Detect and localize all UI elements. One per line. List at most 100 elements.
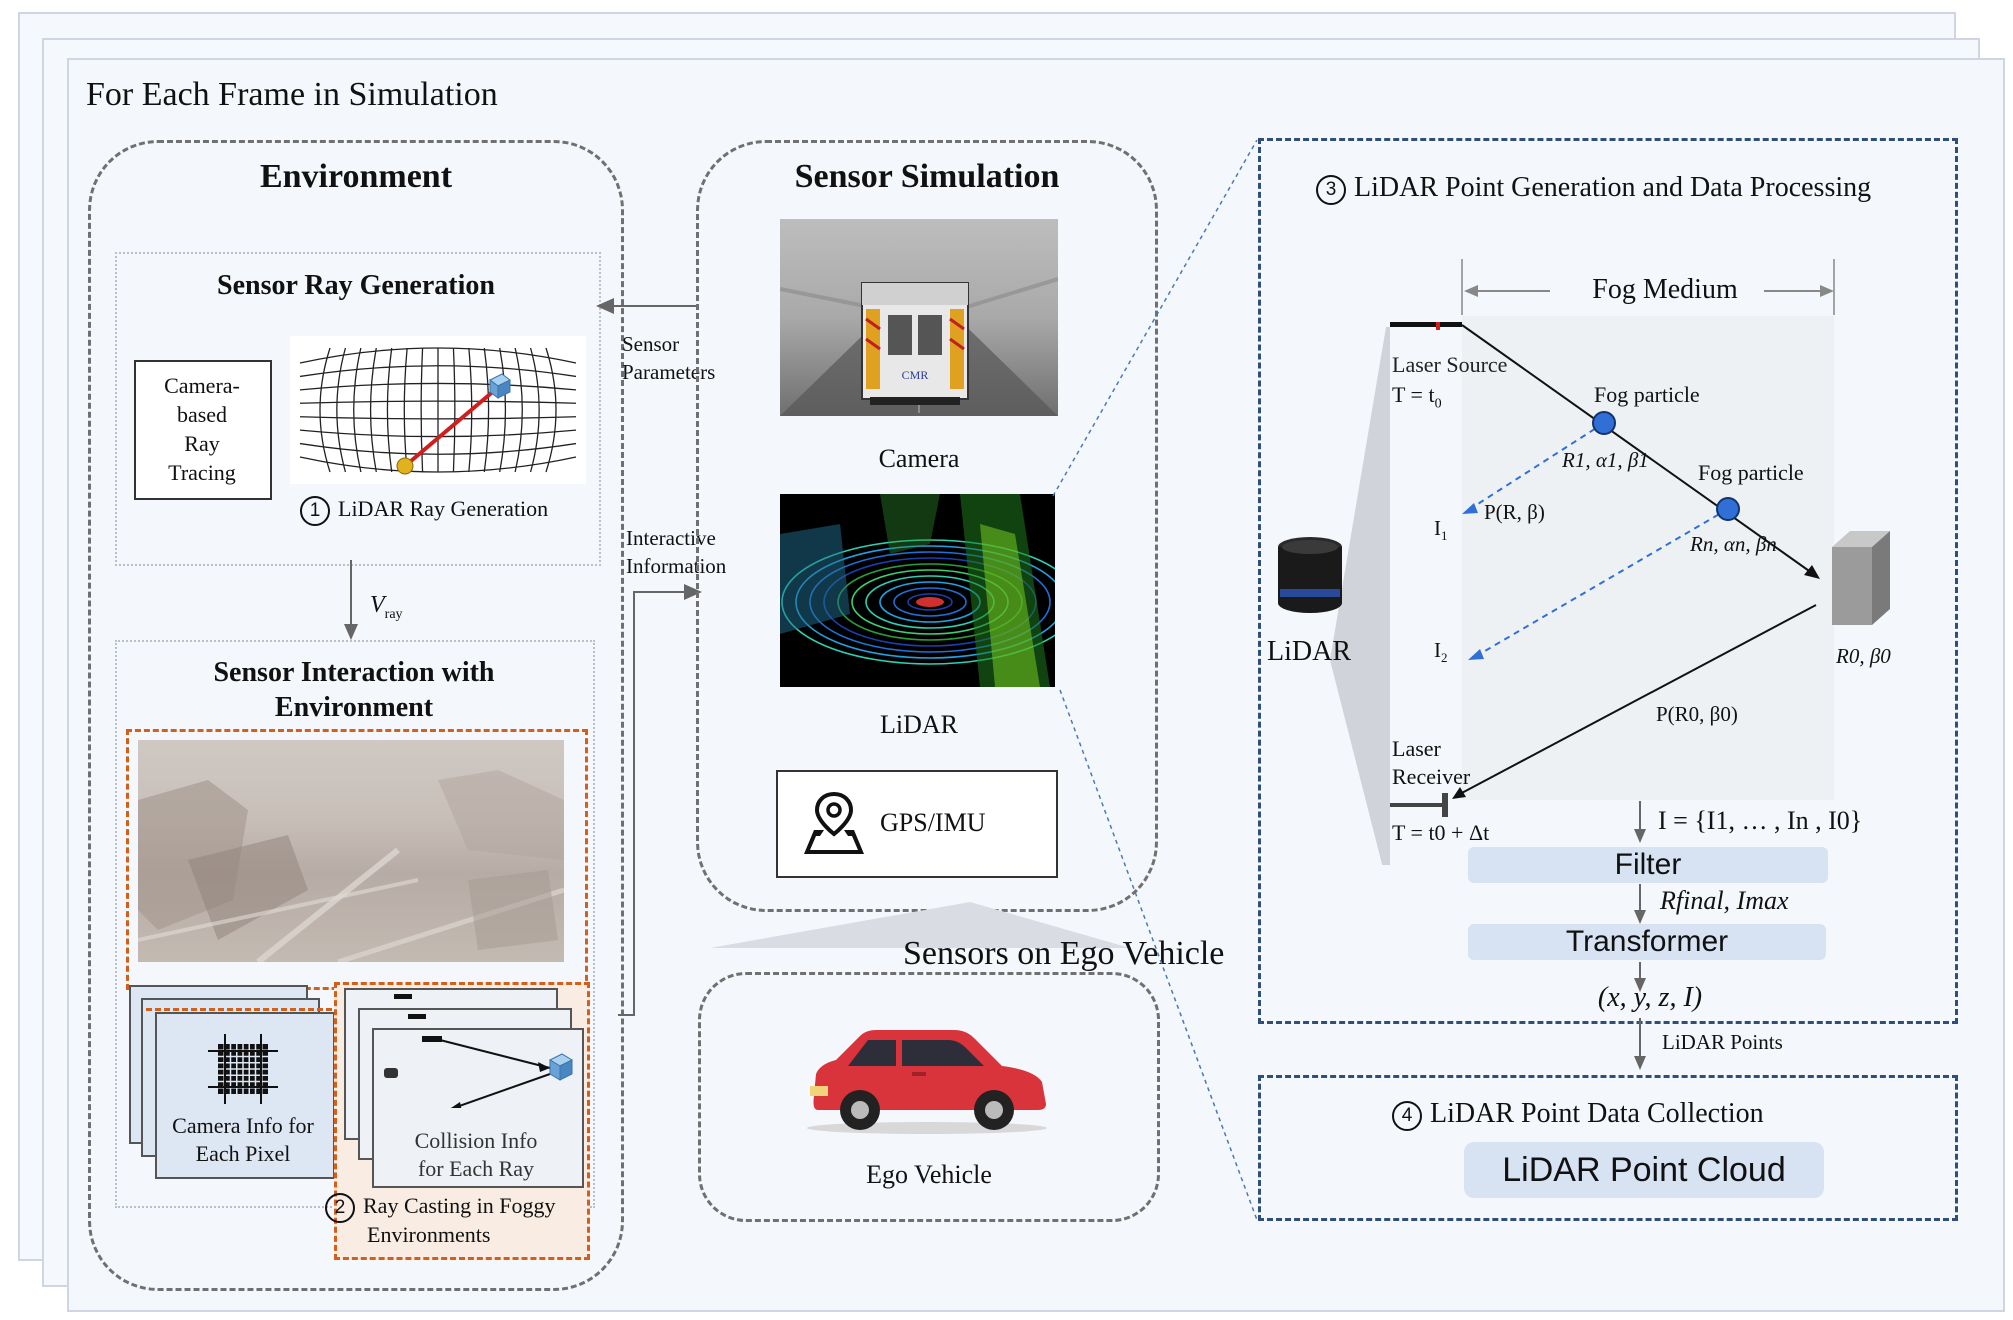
laser-receiver-line1: Laser xyxy=(1392,736,1441,761)
lidar-device-label: LiDAR xyxy=(1267,636,1351,667)
ambulance-text: CMR xyxy=(902,368,929,382)
i2-symbol: I xyxy=(1434,638,1441,662)
vray-subscript: ray xyxy=(384,606,403,622)
sensor-interaction-title-2: Environment xyxy=(274,692,434,723)
vray-arrow xyxy=(344,560,358,640)
car-icon xyxy=(807,1030,1047,1134)
step4-number: 4 xyxy=(1392,1100,1422,1131)
grid-vertical-line xyxy=(545,347,557,473)
grid-horizontal-line xyxy=(299,400,577,404)
pixel-grid-icon xyxy=(208,1034,278,1104)
grid-vertical-line xyxy=(336,347,347,473)
sensor-parameters-line1: Sensor xyxy=(622,332,680,356)
fog-particle-2-label: Fog particle xyxy=(1698,460,1804,485)
camera-ray-tracing-label: Camera- based Ray Tracing xyxy=(164,373,240,485)
frame-title: For Each Frame in Simulation xyxy=(86,76,498,113)
lidar-processing-panel xyxy=(1258,138,1958,1024)
i2-sub: 2 xyxy=(1441,650,1448,666)
step2-number: 2 xyxy=(325,1192,355,1223)
grid-vertical-line xyxy=(369,347,377,473)
transformer-block: Transformer xyxy=(1468,924,1826,960)
sensor-ray-generation-title: Sensor Ray Generation xyxy=(217,270,495,301)
grid-vertical-line xyxy=(353,347,362,473)
t0-label: T = t0 xyxy=(1392,382,1442,412)
fog-medium-region xyxy=(1462,316,1834,800)
grid-horizontal-line xyxy=(299,365,577,378)
lidar-physics-diagram xyxy=(1330,259,1890,865)
grid-horizontal-line xyxy=(299,456,577,473)
fog-medium-label: Fog Medium xyxy=(1592,274,1738,305)
camera-info-line1: Camera Info for xyxy=(172,1113,314,1138)
camera-info-card-front xyxy=(155,1012,335,1179)
lidar-scan-ring xyxy=(907,593,953,611)
r1-rest: 1, α1, β1 xyxy=(1574,448,1649,472)
step2-label-line1: Ray Casting in Foggy xyxy=(363,1193,556,1218)
grid-vertical-line xyxy=(499,347,507,473)
camera-image: CMR xyxy=(780,219,1058,416)
grid-vertical-line xyxy=(420,347,424,473)
step4-title-wrap: 4 LiDAR Point Data Collection xyxy=(1392,1098,1764,1131)
r-final-label: Rfinal, Imax xyxy=(1660,886,1789,915)
step2-label-line2: Environments xyxy=(367,1222,491,1247)
interactive-information-line1: Interactive xyxy=(626,526,716,550)
lidar-ray-grid-illustration xyxy=(290,336,586,484)
i1-symbol: I xyxy=(1434,516,1441,540)
vray-symbol: V xyxy=(370,592,385,618)
grid-vertical-line xyxy=(483,347,490,473)
environment-panel xyxy=(88,140,624,1291)
grid-vertical-line xyxy=(514,347,523,473)
environment-title: Environment xyxy=(259,158,453,195)
camera-ray-tracing-box xyxy=(134,360,272,500)
grid-horizontal-line xyxy=(299,347,577,364)
zoom-lines xyxy=(1052,140,1258,1220)
step3-number: 3 xyxy=(1316,174,1346,205)
to-collection-arrow xyxy=(1634,1018,1646,1070)
collection-panel xyxy=(1258,1075,1958,1221)
camera-info-line2: Each Pixel xyxy=(195,1141,291,1166)
ego-vehicle-label: Ego Vehicle xyxy=(866,1160,992,1189)
grid-vertical-line xyxy=(319,347,331,473)
laser-receiver-line2: Receiver xyxy=(1392,764,1471,789)
camera-label: Camera xyxy=(878,444,960,473)
camera-cards-orange-frame xyxy=(146,1008,332,1011)
grid-vertical-line xyxy=(386,347,393,473)
fog-particle-1-label: Fog particle xyxy=(1594,382,1700,407)
lidar-label: LiDAR xyxy=(880,710,958,739)
grid-horizontal-line xyxy=(299,442,577,455)
grid-horizontal-line xyxy=(299,416,577,420)
foggy-city-image xyxy=(138,740,564,962)
t-delta-label: T = t0 + Δt xyxy=(1392,820,1490,845)
interactive-information-line2: Information xyxy=(626,554,727,578)
set-i-label: I = {I1, … , In , I0} xyxy=(1658,806,1863,835)
ego-vehicle-panel xyxy=(698,972,1160,1222)
collision-ray-sketch xyxy=(384,994,574,1108)
grid-horizontal-line xyxy=(299,382,577,391)
step3-title-wrap: 3 LiDAR Point Generation and Data Process… xyxy=(1316,172,1871,205)
step2-label-wrap: 2 Ray Casting in Foggy xyxy=(325,1192,556,1223)
grid-vertical-line xyxy=(452,347,456,473)
step1-label: LiDAR Ray Generation xyxy=(338,496,549,522)
rn-alphan-betan-label: Rn, αn, βn xyxy=(1690,532,1777,557)
collision-card-front xyxy=(372,1028,584,1188)
i2-label: I2 xyxy=(1434,638,1448,666)
sensor-parameters-line2: Parameters xyxy=(622,360,716,384)
r1-alpha1-beta1-label: R1, α1, β1 xyxy=(1562,448,1649,473)
lidar-device-icon xyxy=(1278,537,1342,613)
step4-title: LiDAR Point Data Collection xyxy=(1430,1098,1764,1129)
gps-imu-label: GPS/IMU xyxy=(880,808,986,837)
lidar-points-label: LiDAR Points xyxy=(1662,1030,1783,1054)
t0-sub: 0 xyxy=(1434,396,1442,412)
sensor-simulation-title: Sensor Simulation xyxy=(794,158,1060,195)
lidar-scan-ring xyxy=(893,587,967,617)
xyzi-label: (x, y, z, I) xyxy=(1597,982,1703,1013)
p-r-beta-label: P(R, β) xyxy=(1484,500,1545,524)
sensor-ray-generation-box xyxy=(115,252,601,566)
r1-symbol: R xyxy=(1562,448,1575,472)
step3-title: LiDAR Point Generation and Data Processi… xyxy=(1354,172,1872,203)
lidar-point-cloud-block: LiDAR Point Cloud xyxy=(1464,1142,1824,1198)
filter-block: Filter xyxy=(1468,847,1828,883)
grid-vertical-line xyxy=(529,347,540,473)
laser-source-label: Laser Source xyxy=(1392,352,1508,377)
collision-info-line1: Collision Info xyxy=(414,1128,538,1153)
